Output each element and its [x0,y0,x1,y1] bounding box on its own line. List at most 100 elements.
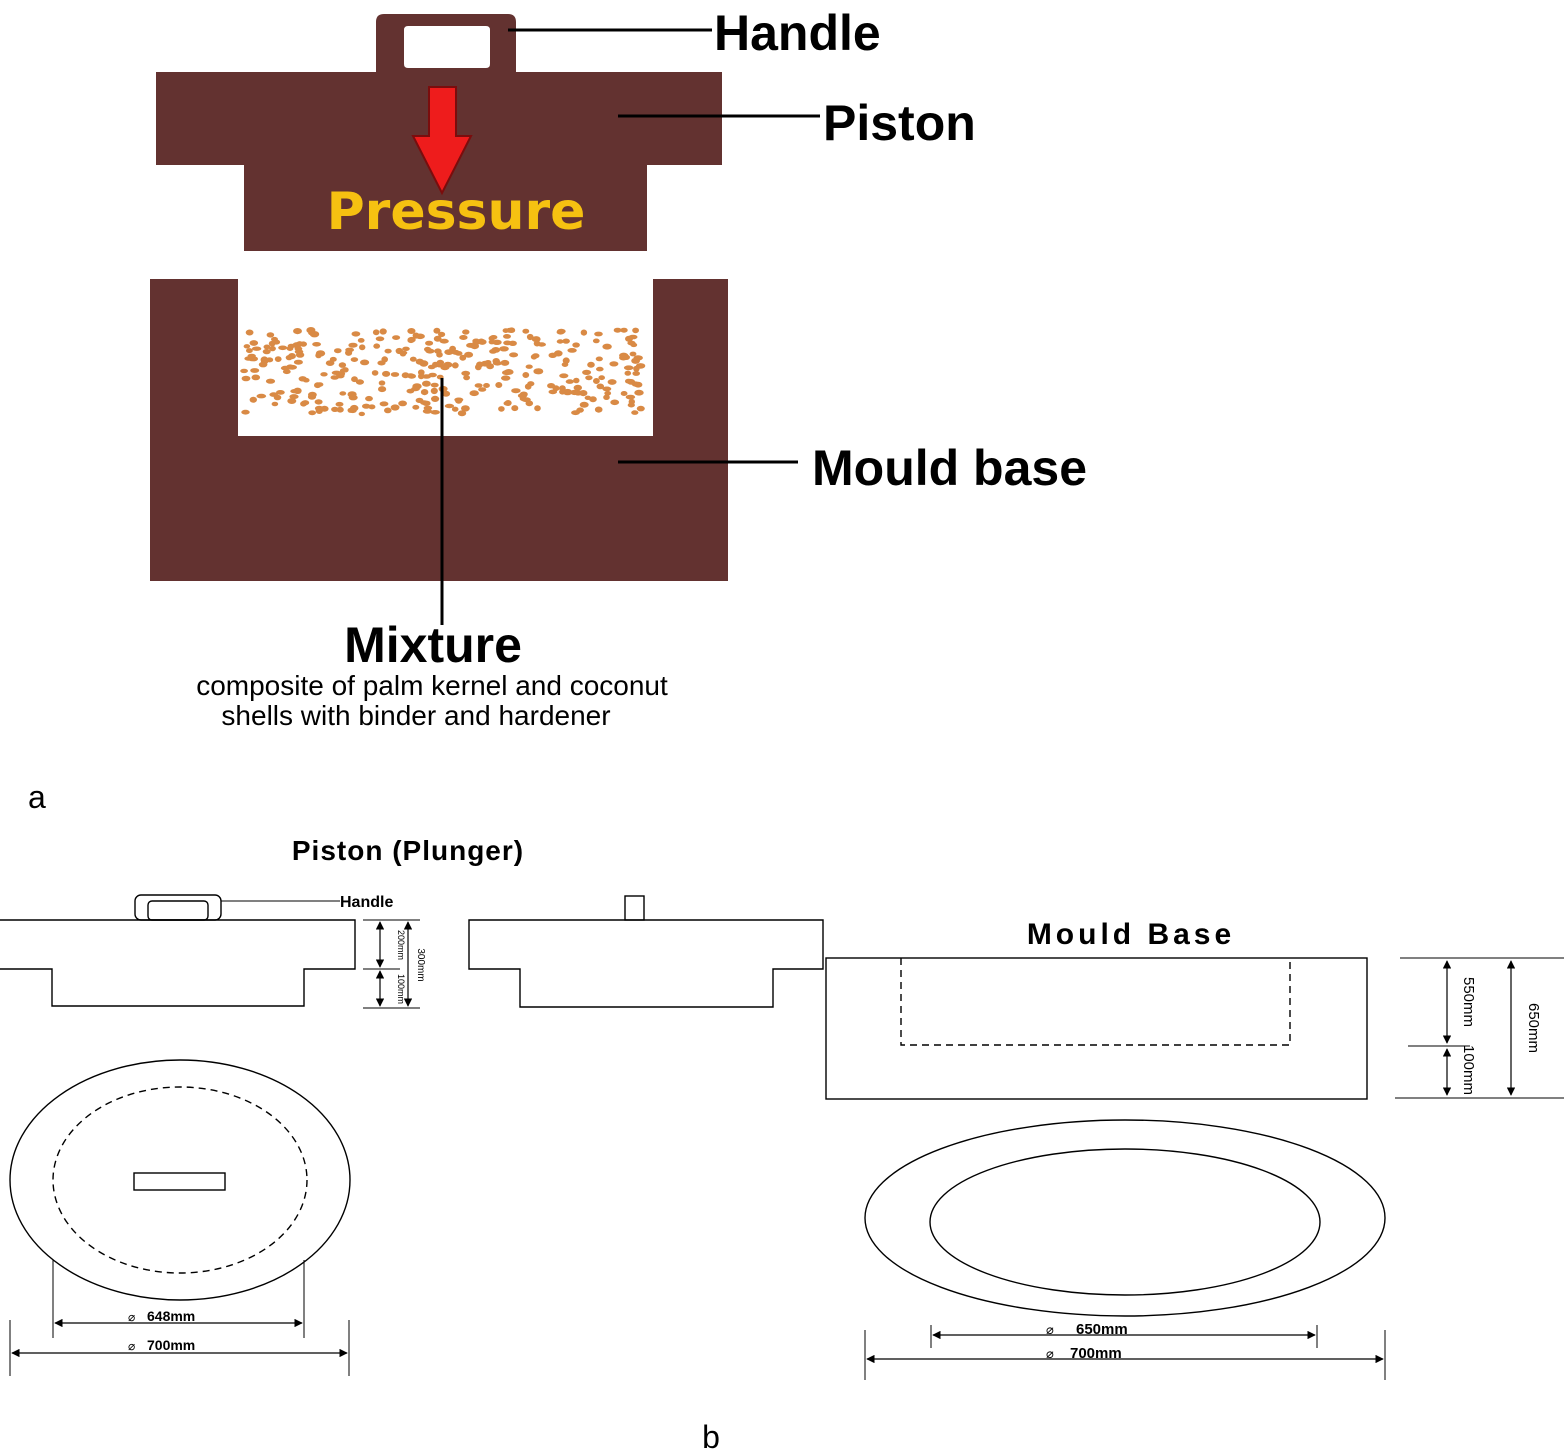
mixture-particle [631,410,639,415]
piston-label: Piston [823,95,976,151]
mixture-particle [488,335,496,341]
mixture-particle [368,404,376,410]
mixture-particle [556,328,566,334]
mixture-particle [582,369,592,375]
diameter-symbol-icon: ⌀ [1046,1347,1054,1362]
piston-top-inner-dashed [52,1086,308,1274]
mixture-particle [559,373,569,379]
mixture-particle [334,348,342,354]
panel-label-b: b [702,1419,720,1451]
mixture-particle [271,336,278,342]
mixture-particle [302,377,310,383]
mixture-particle [241,409,250,415]
mould-base-front-view [825,957,1368,1100]
mixture-particle [316,382,324,387]
mixture-particle [287,398,297,404]
mixture-particle [491,347,501,353]
mixture-particle [345,349,353,356]
mixture-particle [351,376,358,383]
mixture-particle [636,405,645,412]
mixture-particle [596,366,604,372]
piston-plunger-title: Piston (Plunger) [292,835,524,866]
mixture-particle [602,386,612,392]
mixture-particle [503,340,512,346]
mixture-particle [293,387,302,394]
mixture-particle [269,392,279,397]
mixture-particle [329,356,337,362]
mixture-particle [407,337,415,344]
mixture-particle [585,375,593,381]
mixture-particle [459,335,468,340]
mixture-particle [350,357,359,362]
mixture-particle [300,401,307,407]
mixture-particle [503,334,511,339]
mixture-particle [359,344,366,351]
mixture-particle [525,364,533,369]
mixture-particle [620,391,628,396]
mixture-particle [461,370,471,376]
mixture-particle [464,351,474,358]
mixture-particle [439,338,449,344]
piston-top-handle-slot [133,1172,226,1191]
mixture-particle [331,406,339,412]
mixture-label: Mixture [344,617,522,673]
mixture-particle [384,348,392,354]
figure-a: Pressure Handle Piston Mould base Mixtur… [28,5,1087,815]
mixture-particle [587,361,595,368]
mixture-particle [288,353,296,360]
mixture-particle [348,394,358,401]
mixture-particle [579,401,589,408]
mixture-particle [573,384,582,391]
mixture-particle [576,407,584,413]
base-dim-550-text: 550mm [1460,977,1477,1027]
mixture-particle [335,401,344,407]
mixture-particle [488,339,495,345]
mixture-particle [562,338,570,344]
mixture-particle [609,361,619,367]
mixture-particle [430,387,438,395]
mixture-description-line-1: composite of palm kernel and coconut [196,670,668,701]
panel-label-a: a [28,779,46,815]
mixture-particle [567,348,577,353]
mixture-particle [320,372,328,377]
mixture-particle [483,383,490,388]
mixture-particle [633,365,640,372]
mixture-particle [372,329,380,336]
mixture-particle [399,350,408,355]
mixture-particle [522,372,530,378]
mixture-particle [572,342,580,348]
diameter-symbol-icon: ⌀ [128,1310,135,1324]
mixture-particle [338,362,347,368]
mixture-particle [348,342,358,348]
mixture-particle [584,395,592,400]
mixture-particle [457,410,467,417]
mixture-particle [592,338,600,344]
piston-handle [376,14,516,76]
mixture-particle [360,359,370,366]
mixture-particle [556,339,564,344]
mould-base-body [150,279,728,581]
mixture-particle [462,329,470,335]
mixture-particle [459,354,467,361]
mixture-particle [475,363,482,371]
mixture-particle [461,405,470,412]
mould-base-title: Mould Base [1027,918,1235,951]
mixture-particle [436,351,443,358]
mixture-particle [501,375,511,381]
mixture-particle [382,370,391,377]
mixture-particle [633,355,643,361]
mixture-particle [384,407,392,414]
mixture-particle [314,399,323,405]
mixture-particle [573,377,580,384]
mixture-particle [451,362,459,369]
mixture-particle [248,355,256,362]
mixture-particle [308,391,317,398]
mixture-particle [249,396,257,403]
mixture-particle [268,340,276,347]
mixture-particle [469,390,479,397]
mixture-particle [371,370,379,376]
mixture-particle [531,336,541,343]
mixture-particle [407,328,416,334]
mixture-particle [433,327,441,334]
